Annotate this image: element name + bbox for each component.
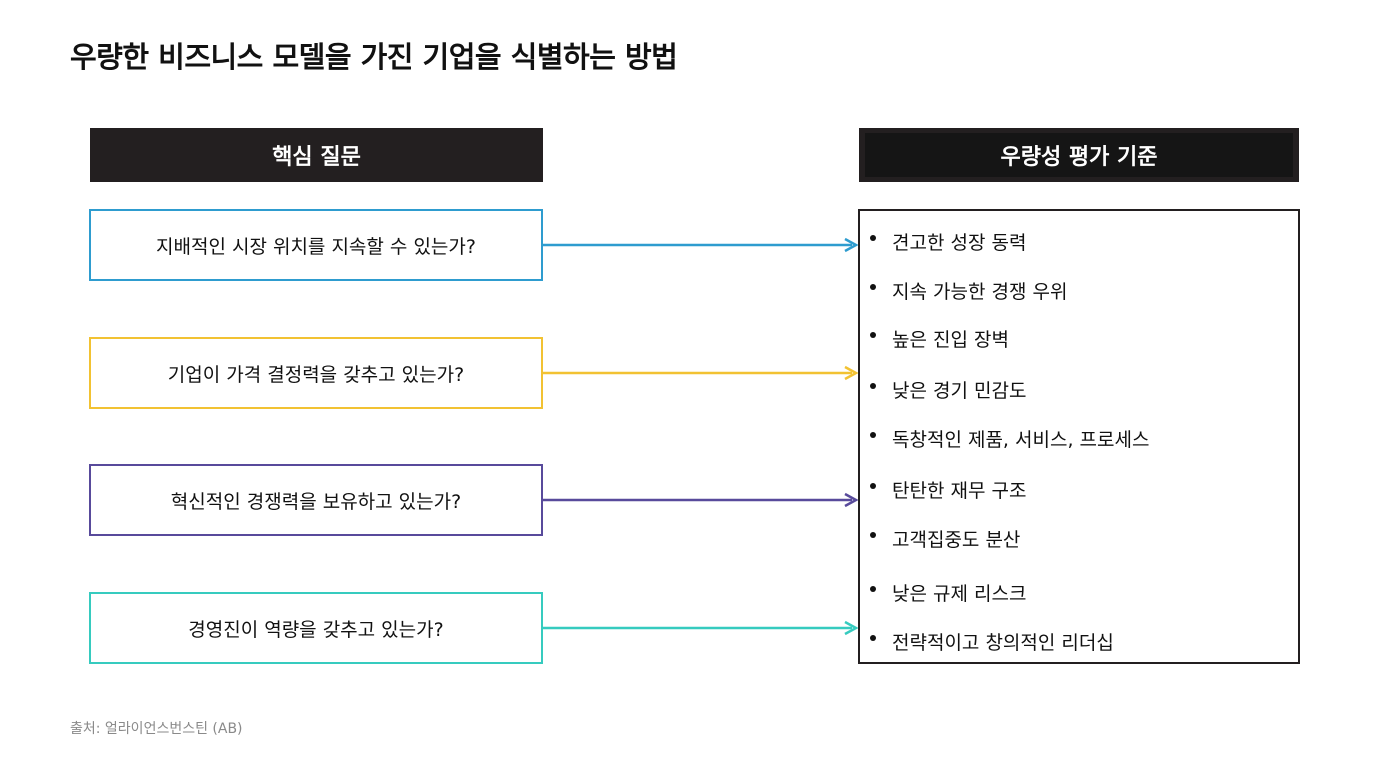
criteria-item-label: 높은 진입 장벽 [892, 329, 1009, 351]
bullet-icon [870, 634, 876, 641]
question-box-management: 경영진이 역량을 갖추고 있는가? [89, 592, 543, 664]
criteria-item-label: 고객집중도 분산 [892, 529, 1021, 551]
bullet-icon [870, 283, 876, 290]
arrow-innovation [543, 492, 859, 508]
criteria-item-label: 탄탄한 재무 구조 [892, 480, 1027, 502]
bullet-icon [870, 234, 876, 241]
criteria-item: 낮은 경기 민감도 [870, 376, 1026, 403]
bullet-icon [870, 531, 876, 538]
bullet-icon [870, 431, 876, 438]
bullet-icon [870, 382, 876, 389]
quality-criteria-header-label: 우량성 평가 기준 [1000, 145, 1158, 170]
arrow-market-position [543, 237, 859, 253]
arrow-management [543, 620, 859, 636]
criteria-item-label: 독창적인 제품, 서비스, 프로세스 [892, 429, 1150, 451]
question-box-market-position: 지배적인 시장 위치를 지속할 수 있는가? [89, 209, 543, 281]
criteria-item: 견고한 성장 동력 [870, 228, 1026, 255]
criteria-item-label: 전략적이고 창의적인 리더십 [892, 632, 1114, 654]
question-text: 지배적인 시장 위치를 지속할 수 있는가? [156, 235, 476, 258]
source-note: 출처: 얼라이언스번스틴 (AB) [70, 721, 243, 737]
criteria-item: 독창적인 제품, 서비스, 프로세스 [870, 425, 1149, 452]
question-text: 경영진이 역량을 갖추고 있는가? [188, 618, 444, 641]
arrow-pricing-power [543, 365, 859, 381]
page-title: 우량한 비즈니스 모델을 가진 기업을 식별하는 방법 [70, 40, 678, 74]
question-text: 혁신적인 경쟁력을 보유하고 있는가? [170, 490, 462, 513]
criteria-box: 견고한 성장 동력 지속 가능한 경쟁 우위 높은 진입 장벽 낮은 경기 민감… [858, 209, 1300, 664]
criteria-item: 탄탄한 재무 구조 [870, 476, 1026, 503]
criteria-item: 전략적이고 창의적인 리더십 [870, 628, 1114, 655]
criteria-item: 낮은 규제 리스크 [870, 579, 1026, 606]
quality-criteria-header: 우량성 평가 기준 [859, 128, 1299, 182]
criteria-item-label: 낮은 경기 민감도 [892, 380, 1027, 402]
criteria-item-label: 견고한 성장 동력 [892, 232, 1027, 254]
criteria-item: 높은 진입 장벽 [870, 325, 1009, 352]
key-questions-header-label: 핵심 질문 [272, 145, 361, 170]
bullet-icon [870, 331, 876, 338]
criteria-item-label: 지속 가능한 경쟁 우위 [892, 281, 1068, 303]
quality-criteria-header-inner: 우량성 평가 기준 [865, 133, 1293, 177]
bullet-icon [870, 482, 876, 489]
criteria-item: 고객집중도 분산 [870, 525, 1020, 552]
key-questions-header: 핵심 질문 [90, 128, 543, 182]
question-box-innovation: 혁신적인 경쟁력을 보유하고 있는가? [89, 464, 543, 536]
question-text: 기업이 가격 결정력을 갖추고 있는가? [167, 363, 465, 386]
criteria-item-label: 낮은 규제 리스크 [892, 583, 1027, 605]
bullet-icon [870, 585, 876, 592]
criteria-item: 지속 가능한 경쟁 우위 [870, 277, 1067, 304]
question-box-pricing-power: 기업이 가격 결정력을 갖추고 있는가? [89, 337, 543, 409]
